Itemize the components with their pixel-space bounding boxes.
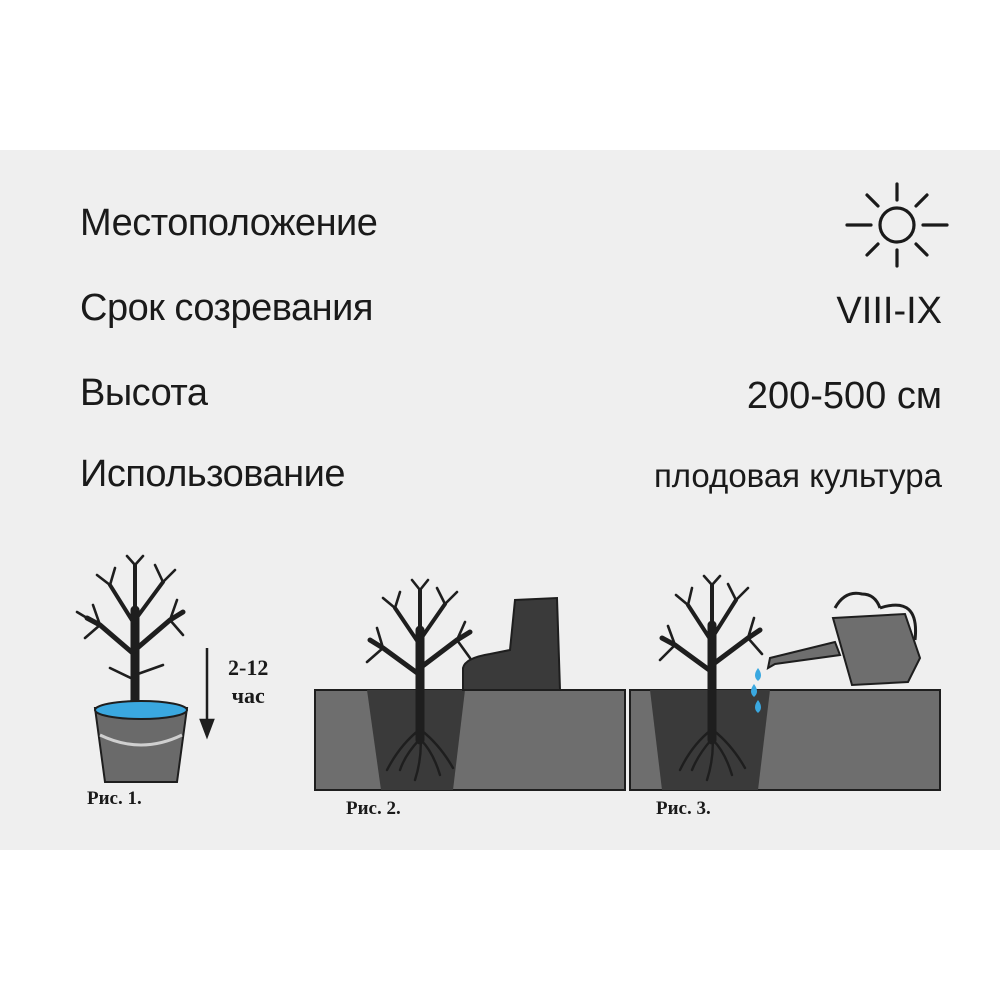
boot-icon: [462, 596, 562, 691]
location-label: Местоположение: [80, 202, 378, 244]
figure-3-watering: [629, 574, 941, 791]
figure-3-caption: Рис. 3.: [656, 798, 711, 819]
soak-duration-value: 2-12: [228, 655, 269, 680]
soak-duration: 2-12 час: [228, 654, 268, 710]
height-value: 200-500 см: [746, 375, 942, 417]
figure-2-caption: Рис. 2.: [346, 798, 401, 819]
ripening-label: Срок созревания: [80, 287, 373, 329]
sun-icon: [845, 182, 949, 268]
watering-can-icon: [766, 591, 922, 687]
ripening-value: VIII-IX: [836, 290, 942, 332]
figure-2-planting: [314, 578, 626, 791]
tree-icon: [365, 578, 473, 782]
bucket-icon: [93, 700, 189, 783]
figure-1-caption: Рис. 1.: [87, 788, 142, 809]
tree-icon: [658, 574, 764, 782]
usage-label: Использование: [80, 453, 346, 495]
soak-duration-unit: час: [231, 683, 265, 708]
figure-1-bucket-soak: [75, 554, 215, 783]
down-arrow-icon: [199, 648, 215, 740]
usage-value: плодовая культура: [653, 457, 942, 494]
water-drops-icon: [751, 668, 761, 713]
plant-info-card: Местоположение Срок созревания VIII-IX В…: [0, 150, 1000, 850]
height-label: Высота: [80, 372, 208, 414]
